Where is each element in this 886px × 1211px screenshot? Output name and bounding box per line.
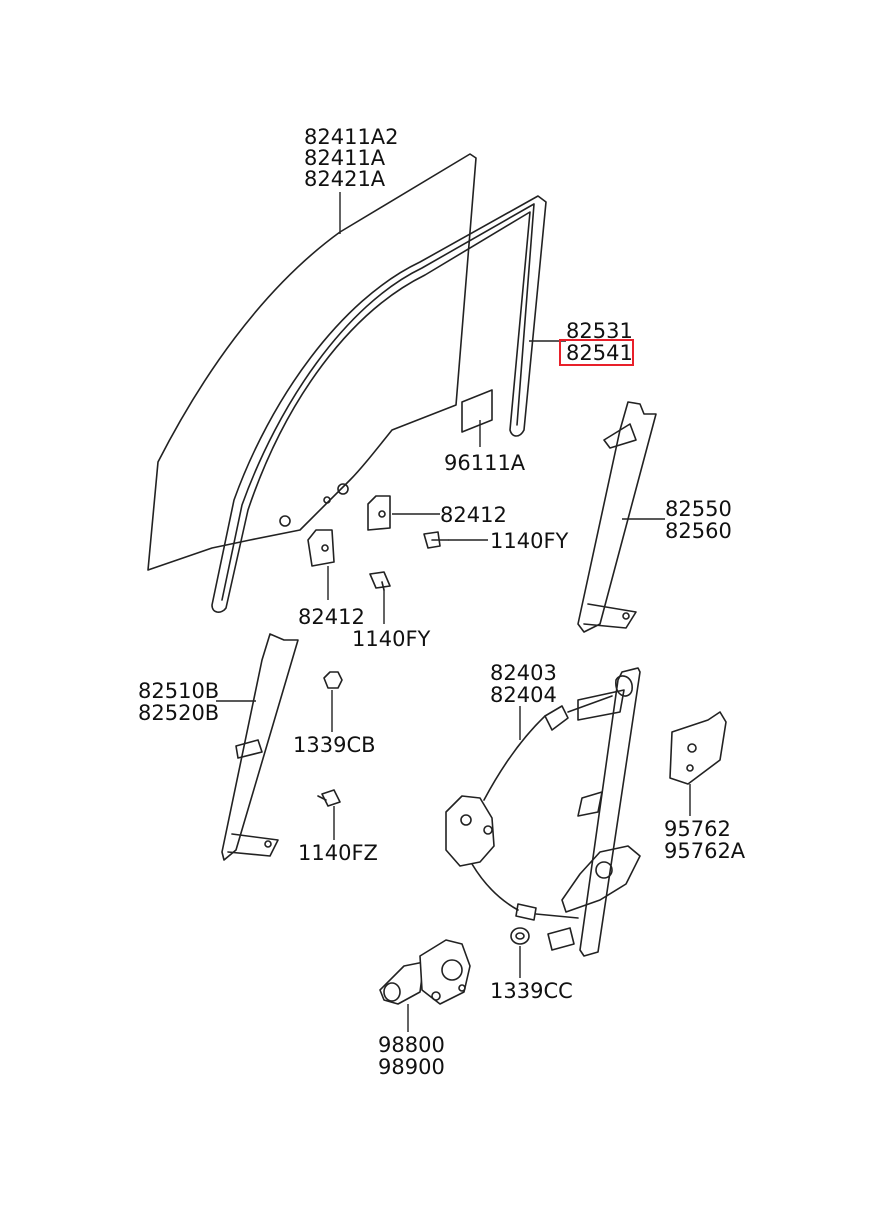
glass-part-number-3: 82421A <box>304 167 386 191</box>
regulator-part-number-2: 82404 <box>490 683 557 707</box>
holder-lower-part-number: 82412 <box>298 605 365 629</box>
nut-cb-part-number: 1339CB <box>293 733 376 757</box>
motor-part-number-2: 98900 <box>378 1055 445 1079</box>
regulator-motor[interactable] <box>379 939 471 1005</box>
rear-lower-channel[interactable] <box>577 401 657 633</box>
bolt-fz[interactable] <box>317 789 341 807</box>
rear-channel-part-number-2: 82560 <box>665 519 732 543</box>
bolt-lower-part-number: 1140FY <box>352 627 431 651</box>
door-glass[interactable] <box>147 153 477 571</box>
holder-lower[interactable] <box>307 529 335 567</box>
rear-channel-part-number-1: 82550 <box>665 497 732 521</box>
bolt-upper-part-number: 1140FY <box>490 529 569 553</box>
nut-cb[interactable] <box>323 671 343 689</box>
bolt-lower[interactable] <box>369 571 391 591</box>
nut-cc-part-number: 1339CC <box>490 979 573 1003</box>
holder-upper-part-number: 82412 <box>440 503 507 527</box>
window-regulator[interactable] <box>445 667 641 957</box>
control-module[interactable] <box>669 711 727 785</box>
motor-part-number-1: 98800 <box>378 1033 445 1057</box>
bolt-fz-part-number: 1140FZ <box>298 841 378 865</box>
module-part-number-2: 95762A <box>664 839 746 863</box>
glass-part-number-1: 82411A2 <box>304 125 399 149</box>
channel-run-part-number-2: 82541 <box>566 341 633 365</box>
highlight-box[interactable] <box>559 339 634 366</box>
glass-part-number-2: 82411A <box>304 146 386 170</box>
nut-cc[interactable] <box>510 927 530 945</box>
holder-upper[interactable] <box>367 495 391 531</box>
glass-run-channel[interactable] <box>211 195 547 613</box>
module-part-number-1: 95762 <box>664 817 731 841</box>
front-channel-part-number-2: 82520B <box>138 701 219 725</box>
label-pad-part-number: 96111A <box>444 451 526 475</box>
front-channel-part-number-1: 82510B <box>138 679 219 703</box>
front-lower-channel[interactable] <box>221 633 299 861</box>
label-pad[interactable] <box>461 389 493 433</box>
bolt-upper[interactable] <box>423 531 449 549</box>
regulator-part-number-1: 82403 <box>490 661 557 685</box>
